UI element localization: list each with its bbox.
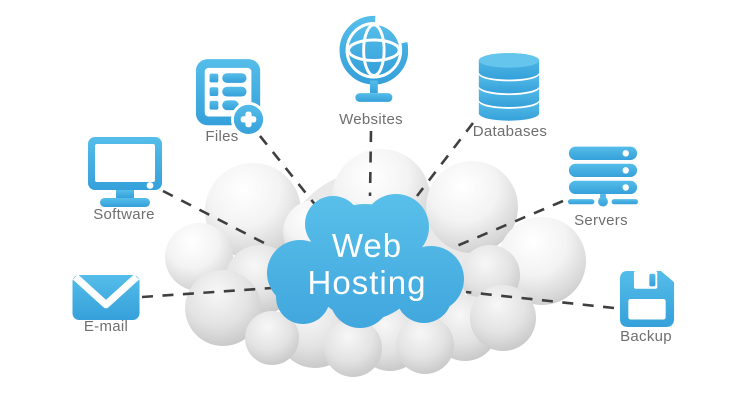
blue-cloud (267, 194, 464, 328)
node-software (85, 136, 165, 210)
connector-lines (141, 122, 615, 310)
server-rack-icon (567, 146, 639, 207)
connector-databases (415, 122, 475, 197)
node-websites (330, 15, 409, 105)
backup-label: Backup (620, 328, 672, 345)
database-icon (478, 53, 540, 121)
connector-backup (465, 290, 615, 310)
floppy-disk-icon (619, 271, 675, 327)
cloud-title-line2: Hosting (307, 264, 427, 301)
email-label: E-mail (83, 318, 129, 335)
databases-label: Databases (472, 123, 548, 140)
files-icon (195, 59, 266, 137)
software-label: Software (93, 206, 155, 223)
connector-email (141, 286, 273, 299)
connector-websites (368, 130, 373, 197)
node-servers (567, 146, 639, 208)
websites-label: Websites (339, 111, 403, 128)
envelope-icon (72, 274, 140, 320)
servers-label: Servers (574, 212, 628, 229)
cloud-title-line1: Web (331, 227, 403, 264)
node-email (72, 274, 140, 320)
files-label: Files (205, 128, 239, 145)
node-databases (477, 51, 541, 121)
desktop-monitor-icon (88, 137, 162, 207)
node-backup (619, 269, 675, 329)
node-files (194, 57, 266, 139)
globe-icon (339, 15, 409, 102)
connector-files (258, 135, 319, 208)
cloud-title: Web Hosting (267, 227, 467, 301)
